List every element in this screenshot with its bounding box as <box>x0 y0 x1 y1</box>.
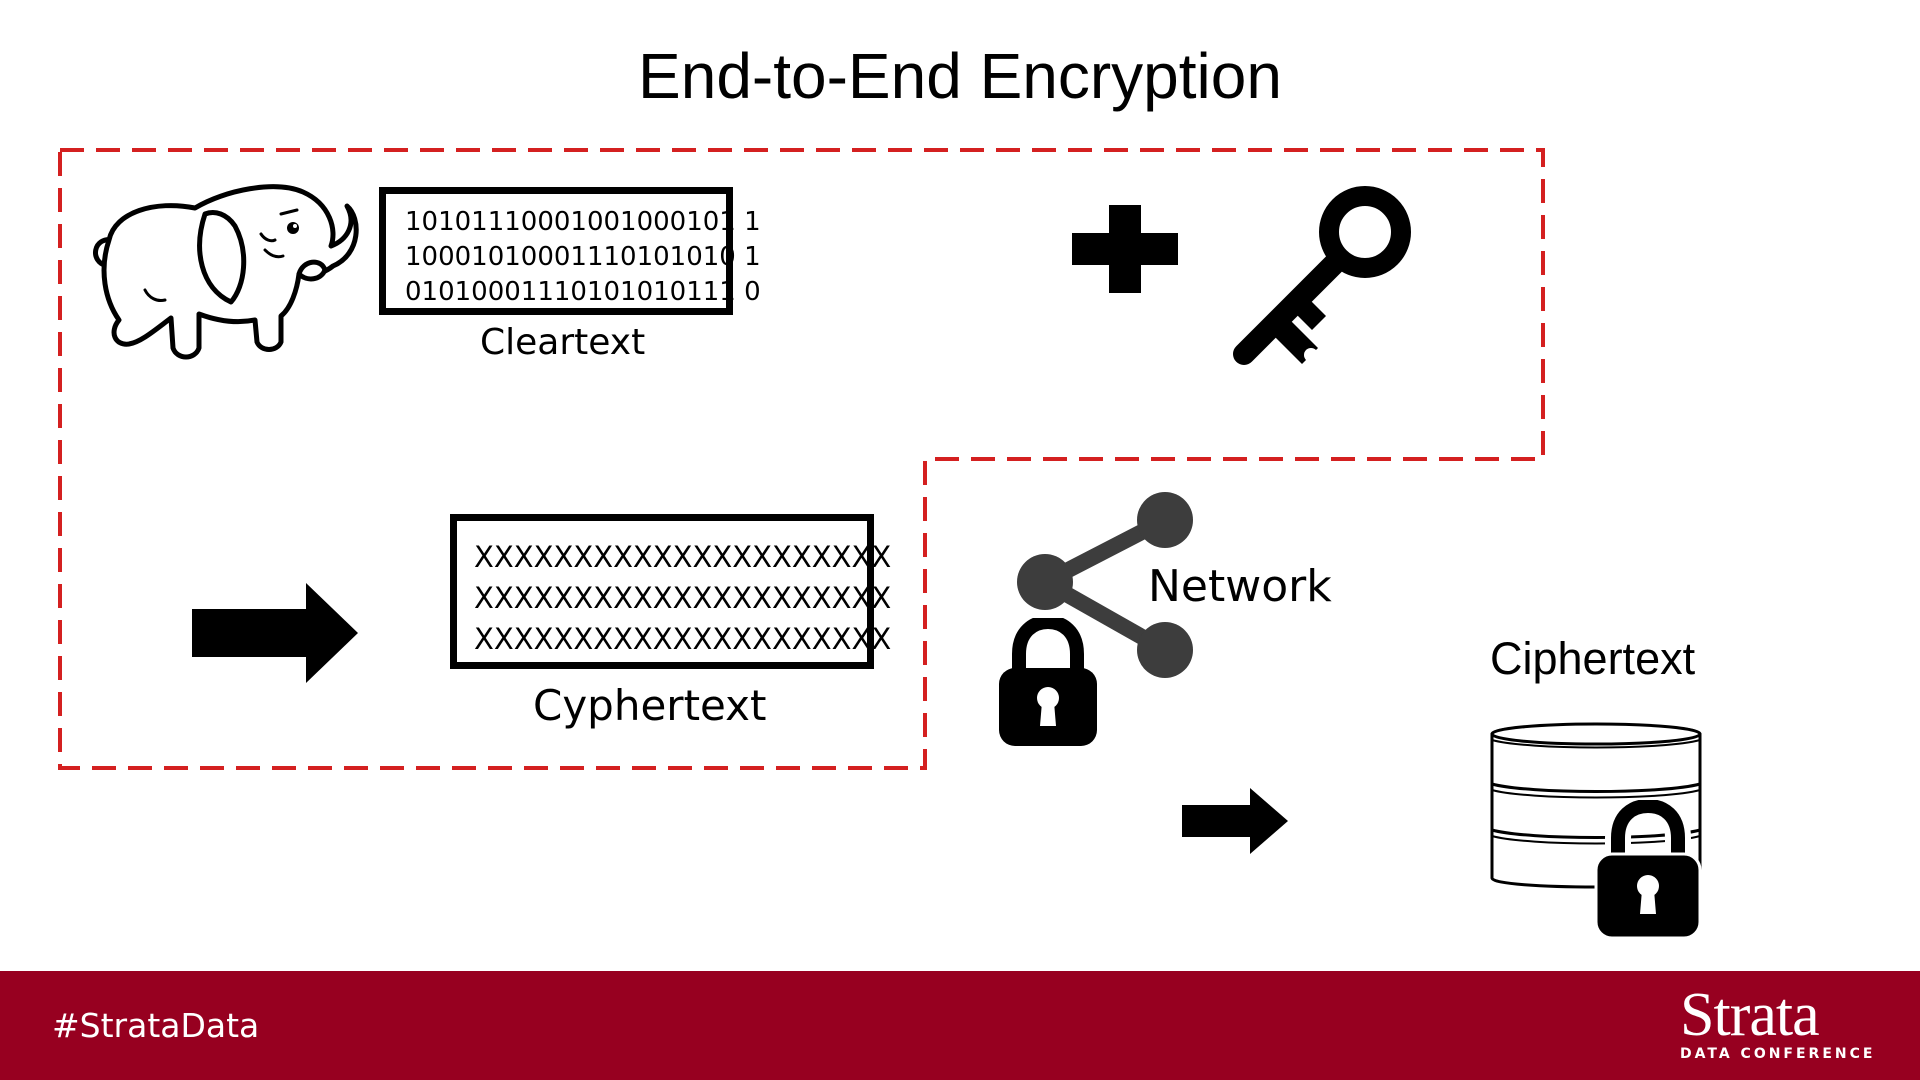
arrow-right-icon <box>1182 788 1288 854</box>
brand-name: Strata <box>1680 981 1820 1049</box>
cyphertext-line-3: XXXXXXXXXXXXXXXXXXXXX <box>474 622 892 656</box>
network-label: Network <box>1148 561 1332 612</box>
footer-bar <box>0 971 1920 1080</box>
strata-logo: Strata DATA CONFERENCE <box>1680 981 1876 1062</box>
key-icon <box>1233 186 1411 365</box>
arrow-right-icon <box>192 583 358 683</box>
ciphertext-label: Ciphertext <box>1490 633 1696 684</box>
hadoop-elephant-icon <box>93 184 359 360</box>
cyphertext-line-2: XXXXXXXXXXXXXXXXXXXXX <box>474 581 892 615</box>
plus-icon <box>1072 205 1178 293</box>
padlock-icon <box>999 618 1097 746</box>
cleartext-line-1: 10101110001001000101 1 <box>405 207 761 237</box>
padlock-icon <box>1594 800 1702 940</box>
cyphertext-line-1: XXXXXXXXXXXXXXXXXXXXX <box>474 540 892 574</box>
cyphertext-box: XXXXXXXXXXXXXXXXXXXXX XXXXXXXXXXXXXXXXXX… <box>450 514 892 669</box>
slide-title: End-to-End Encryption <box>638 40 1282 112</box>
brand-subtitle: DATA CONFERENCE <box>1680 1046 1876 1062</box>
cleartext-caption: Cleartext <box>480 322 646 363</box>
share-network-icon <box>1017 492 1193 678</box>
cyphertext-caption: Cyphertext <box>533 681 767 730</box>
cleartext-box: 10101110001001000101 1 10001010001110101… <box>379 187 761 315</box>
footer-hashtag: #StrataData <box>52 1006 260 1045</box>
cleartext-line-2: 10001010001110101010 1 <box>405 242 761 272</box>
cleartext-line-3: 01010001110101010111 0 <box>405 277 761 307</box>
